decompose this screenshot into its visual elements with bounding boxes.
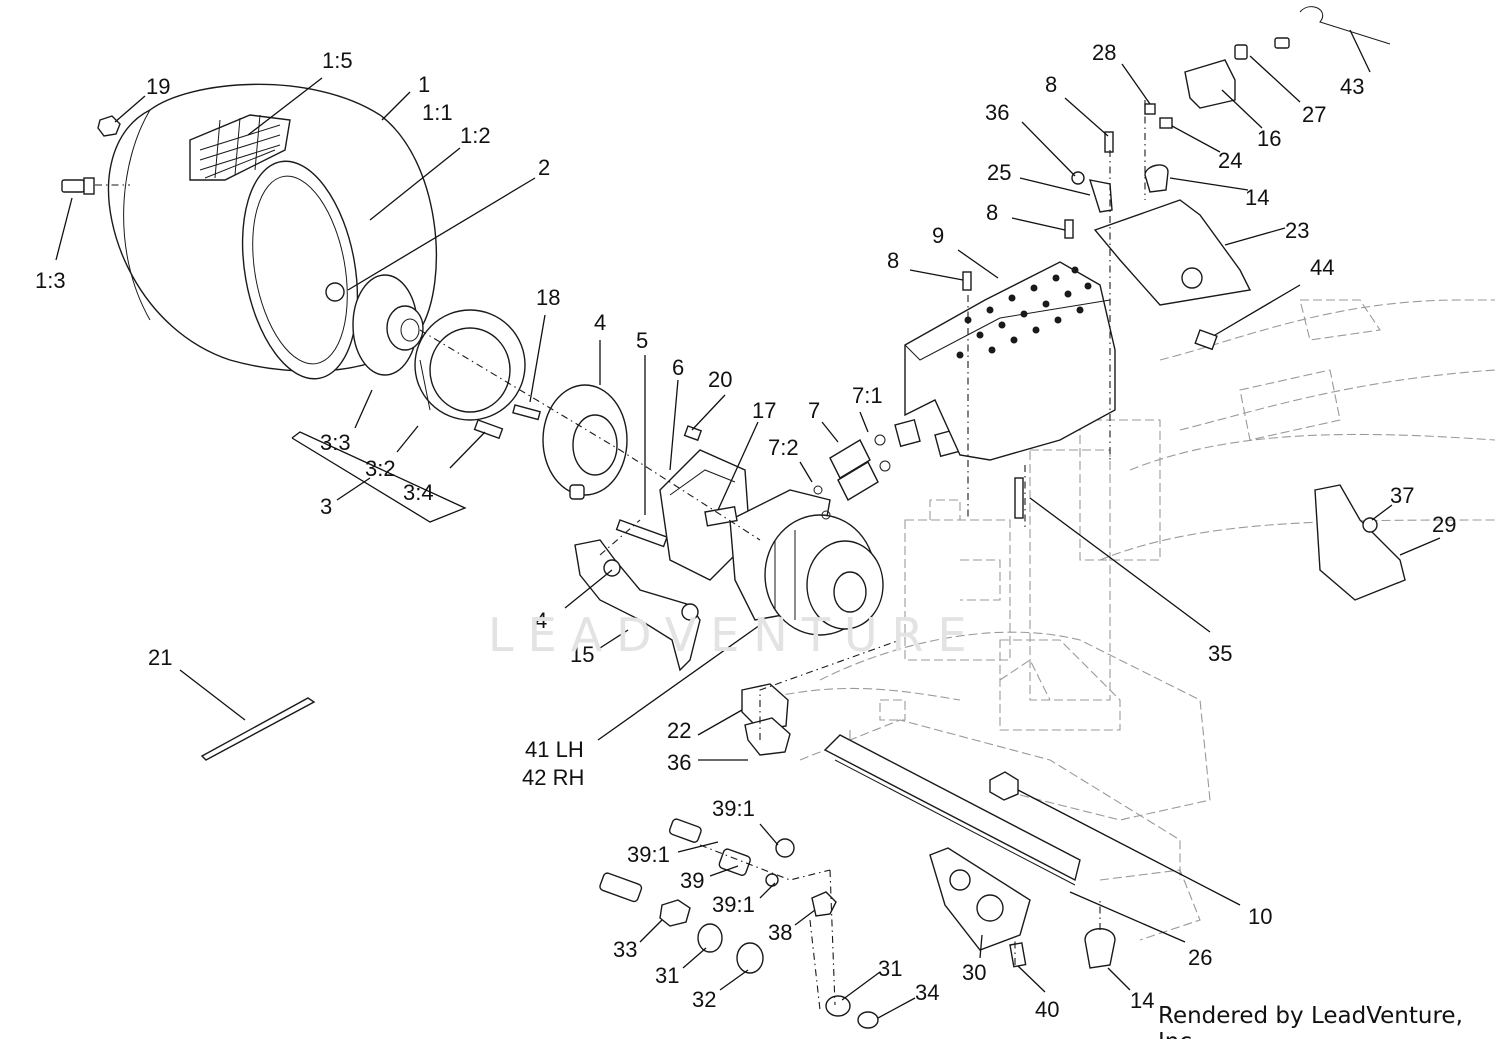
callout-33: 33 [613, 937, 637, 962]
callout-22: 22 [667, 718, 691, 743]
filter-16 [1184, 59, 1236, 109]
callout-7-2: 7:2 [768, 435, 799, 460]
bolt-5 [615, 519, 668, 548]
lug-nut-19 [97, 115, 121, 137]
hydraulic-fittings [813, 418, 961, 520]
stud-3-4 [473, 419, 504, 440]
callout-3-2: 3:2 [365, 456, 396, 481]
nut-10 [989, 771, 1019, 801]
valve-cluster [599, 818, 1116, 1029]
callout-19: 19 [146, 74, 170, 99]
callout-35: 35 [1208, 641, 1232, 666]
callout-1: 1 [418, 72, 430, 97]
callout-36-lower: 36 [667, 750, 691, 775]
callout-38: 38 [768, 920, 792, 945]
key-20 [683, 425, 703, 442]
callout-8-mid: 8 [986, 200, 998, 225]
callout-3-3: 3:3 [320, 430, 351, 455]
callout-43: 43 [1340, 74, 1364, 99]
callout-18: 18 [536, 285, 560, 310]
callout-1-3: 1:3 [35, 268, 66, 293]
frame-outline [759, 299, 1496, 941]
callout-14-lower: 14 [1130, 988, 1154, 1013]
wheel-bolt-1-3 [61, 177, 95, 195]
callout-32: 32 [692, 987, 716, 1012]
tire-assembly [107, 83, 438, 380]
brake-drum [414, 309, 526, 440]
callout-20: 20 [708, 367, 732, 392]
bolt-44 [1194, 329, 1218, 351]
callout-30: 30 [962, 960, 986, 985]
callout-25: 25 [987, 160, 1011, 185]
motor-shield [904, 261, 1116, 461]
callout-8-top: 8 [1045, 72, 1057, 97]
callout-2: 2 [538, 155, 550, 180]
callout-39-1-bottom: 39:1 [712, 892, 755, 917]
watermark: LEADVENTURE [488, 608, 981, 662]
callout-31-left: 31 [655, 963, 679, 988]
bolt-18 [512, 404, 541, 421]
leader-lines [55, 29, 1441, 1019]
callout-36-upper: 36 [985, 100, 1009, 125]
clamp-22 [741, 683, 791, 756]
hardware-cluster-top [962, 6, 1406, 601]
callout-24: 24 [1218, 148, 1242, 173]
callout-1-2: 1:2 [460, 123, 491, 148]
bolt-35 [1014, 477, 1024, 519]
callout-39: 39 [680, 868, 704, 893]
callout-3-4: 3:4 [403, 480, 434, 505]
valve-stem [325, 282, 345, 302]
callout-42-rh: 42 RH [522, 765, 584, 790]
callout-6: 6 [672, 355, 684, 380]
mount-bracket-23 [1093, 199, 1252, 306]
clip-25 [1088, 179, 1113, 213]
callout-labels: 1:5 1 1:1 1:2 2 19 1:3 18 4 5 6 20 17 7 … [35, 40, 1456, 1022]
callout-17: 17 [752, 398, 776, 423]
callout-10: 10 [1248, 904, 1272, 929]
callout-37: 37 [1390, 483, 1414, 508]
render-credit: Rendered by LeadVenture, Inc. [1158, 1003, 1463, 1039]
callout-23: 23 [1285, 218, 1309, 243]
callout-31-right: 31 [878, 956, 902, 981]
callout-4: 4 [594, 310, 606, 335]
hydraulic-wheel-motor [704, 489, 884, 636]
cable-tie [200, 697, 316, 761]
callout-5: 5 [636, 328, 648, 353]
callout-39-1-left: 39:1 [627, 842, 670, 867]
callout-7: 7 [808, 398, 820, 423]
callout-8-low: 8 [887, 248, 899, 273]
wheel-spacer [542, 384, 628, 500]
callout-39-1-top: 39:1 [712, 796, 755, 821]
brake-arm [574, 539, 701, 672]
shield-holes [956, 266, 1092, 359]
callout-14-upper: 14 [1245, 185, 1269, 210]
callout-3: 3 [320, 494, 332, 519]
wheel-hub [352, 274, 424, 376]
callout-7-1: 7:1 [852, 383, 883, 408]
grommet-14a [1144, 164, 1169, 193]
callout-16: 16 [1257, 126, 1281, 151]
callout-26: 26 [1188, 945, 1212, 970]
callout-44: 44 [1310, 255, 1334, 280]
callout-27: 27 [1302, 102, 1326, 127]
callout-15: 15 [570, 642, 594, 667]
centerlines [95, 100, 1146, 1011]
callout-34: 34 [915, 980, 939, 1005]
callout-1-1: 1:1 [422, 100, 453, 125]
mount-plate-30 [929, 847, 1031, 951]
callout-9: 9 [932, 223, 944, 248]
pin-43 [1299, 6, 1391, 45]
callout-28: 28 [1092, 40, 1116, 65]
callout-29: 29 [1432, 512, 1456, 537]
callout-4-arm: 4 [535, 608, 547, 633]
bracket-29 [1314, 484, 1406, 601]
callout-40: 40 [1035, 997, 1059, 1022]
callout-21: 21 [148, 645, 172, 670]
callout-41-lh: 41 LH [525, 737, 584, 762]
frame-crossmember [823, 734, 1081, 886]
callout-1-5: 1:5 [322, 48, 353, 73]
